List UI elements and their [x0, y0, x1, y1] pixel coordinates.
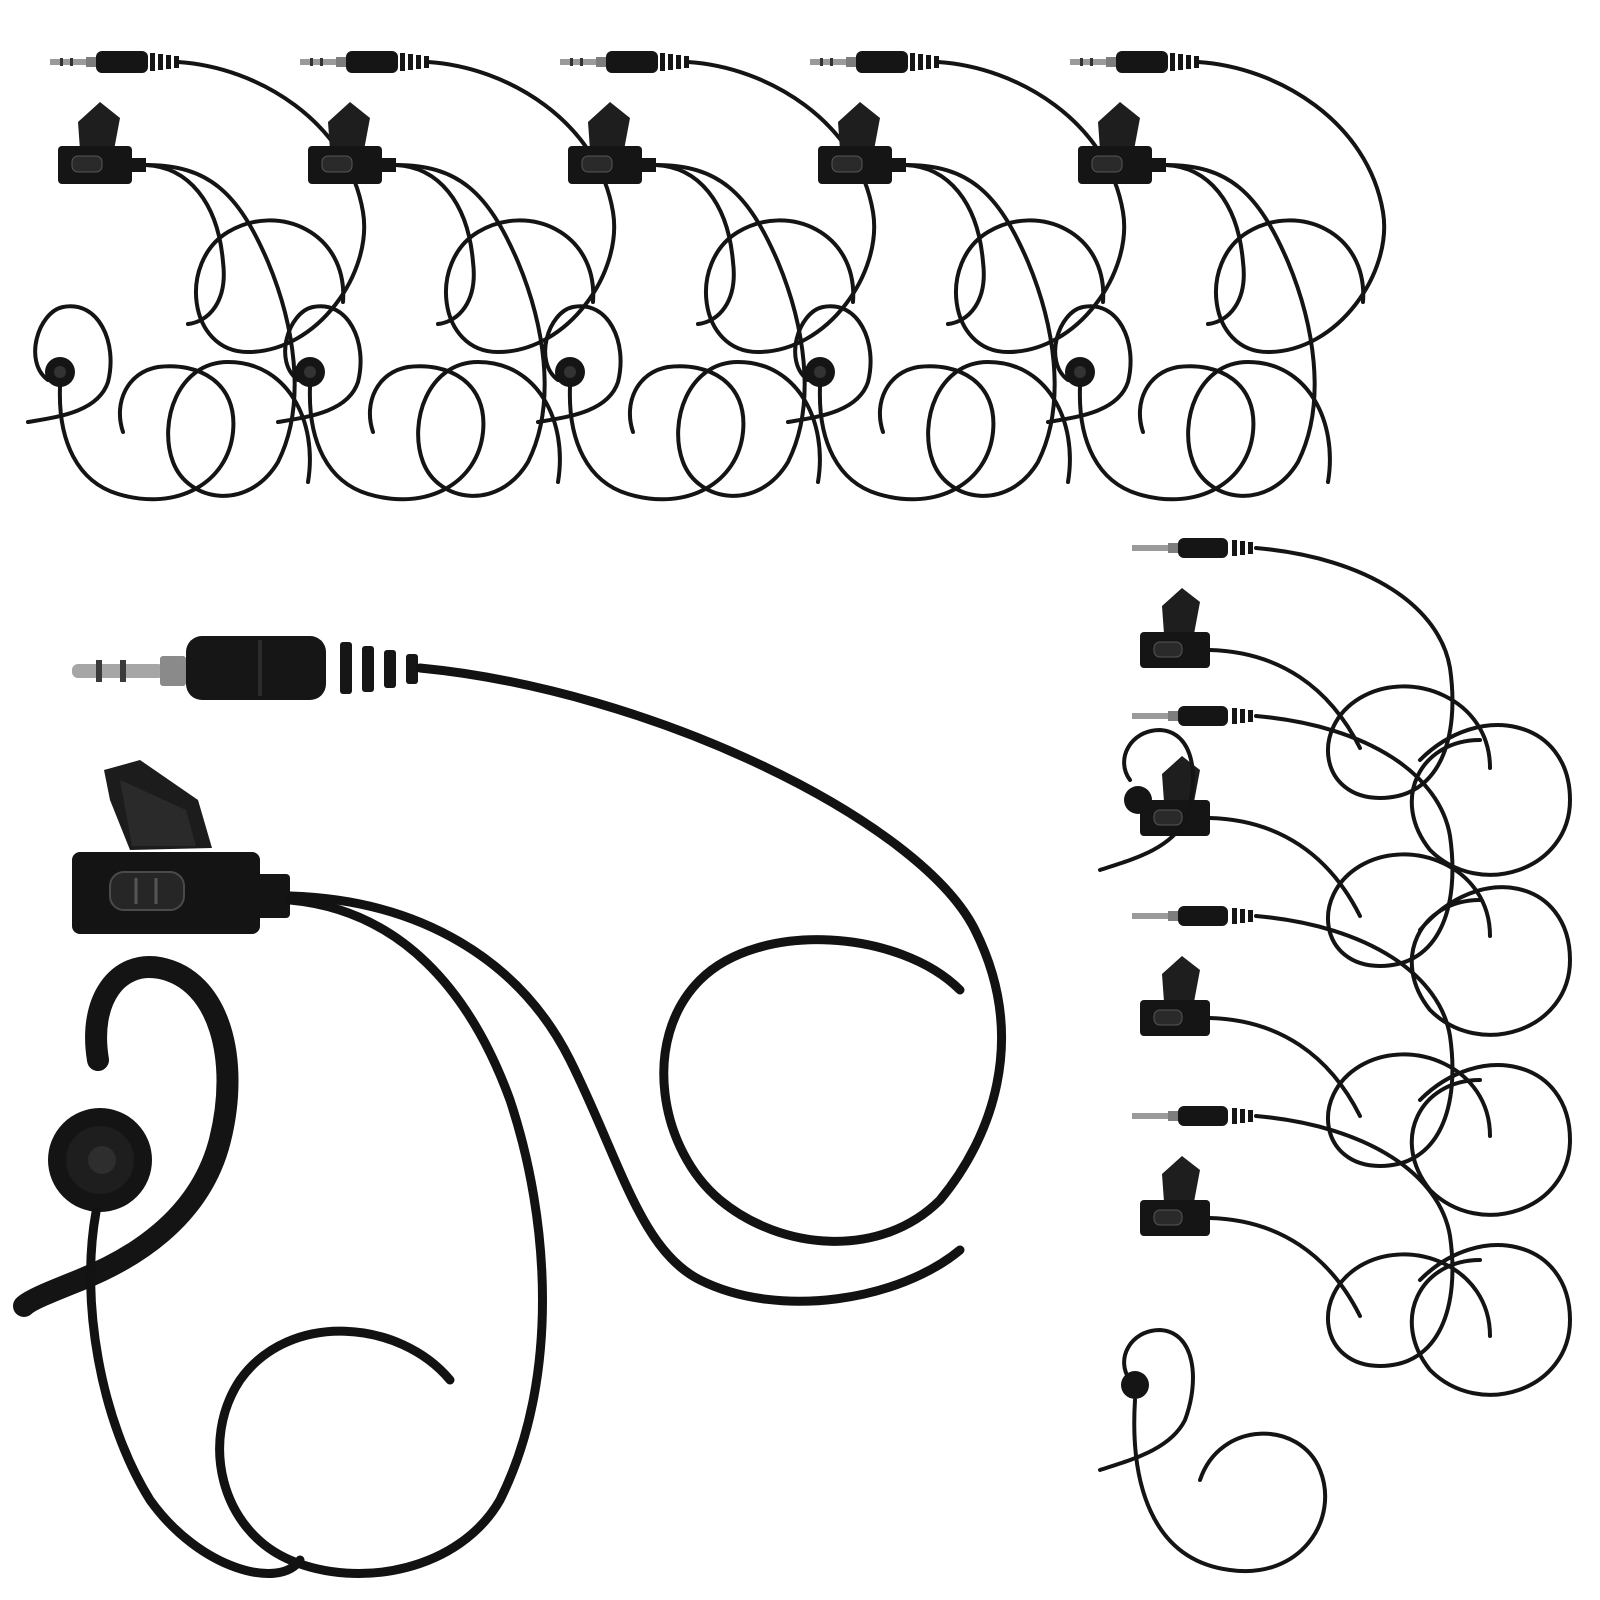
ear-hook-right-stack — [1098, 723, 1573, 1574]
small-kit-2 — [276, 49, 617, 502]
large-kit — [13, 636, 1006, 1578]
small-kit-9 — [1130, 1104, 1492, 1368]
small-kit-5 — [1046, 49, 1387, 502]
small-kit-8 — [1130, 904, 1492, 1168]
small-kit-4 — [786, 49, 1127, 502]
